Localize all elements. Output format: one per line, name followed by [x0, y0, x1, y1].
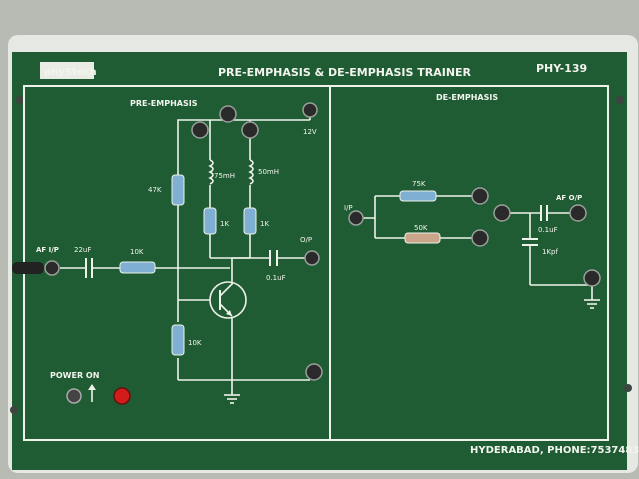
inductor-1: [208, 159, 214, 185]
input-cable-plug: [12, 262, 44, 274]
de-resistor-1: [399, 190, 437, 202]
power-on-label: POWER ON: [50, 371, 99, 380]
inductor-2: [248, 159, 254, 185]
inductor-resistor-2-label: 1K: [260, 220, 269, 228]
frame-screw-bottom-right: [624, 384, 632, 392]
pre-ground-socket[interactable]: [305, 363, 323, 381]
inductor-1-label: 75mH: [214, 172, 235, 180]
de-output-capacitor-label: 0.1uF: [538, 226, 558, 234]
pre-emphasis-heading: PRE-EMPHASIS: [130, 99, 198, 108]
panel-title: PRE-EMPHASIS & DE-EMPHASIS TRAINER: [218, 66, 472, 79]
de-socket-3[interactable]: [493, 204, 511, 222]
inductor-resistor-1-label: 1K: [220, 220, 229, 228]
inductor-resistor-2: [243, 207, 257, 235]
pre-output-socket[interactable]: [304, 250, 320, 266]
de-emphasis-heading: DE-EMPHASIS: [436, 93, 498, 102]
bias-resistor-top-label: 47K: [148, 186, 162, 194]
output-capacitor-label: 0.1uF: [266, 274, 286, 282]
input-capacitor: [85, 258, 93, 278]
inductor-2-label: 50mH: [258, 168, 279, 176]
supply-socket[interactable]: [302, 102, 318, 118]
bias-resistor-top: [171, 174, 185, 206]
output-capacitor: [269, 250, 278, 266]
de-resistor-2-label: 50K: [414, 224, 428, 232]
power-switch[interactable]: [66, 388, 82, 404]
model-number: PHY-139: [536, 62, 587, 75]
input-resistor: [119, 261, 156, 274]
frame-screw-left: [16, 96, 24, 104]
bias-resistor-bottom: [171, 324, 185, 356]
de-socket-2[interactable]: [471, 229, 489, 247]
frame-screw-right: [616, 96, 624, 104]
de-ground-socket[interactable]: [583, 269, 601, 287]
pre-output-label: O/P: [300, 236, 312, 244]
de-resistor-2: [404, 232, 441, 244]
de-shunt-capacitor-label: 1Kpf: [542, 248, 558, 256]
footer-address: HYDERABAD, PHONE:7537483: [470, 445, 639, 456]
power-arrow-head-icon: [88, 384, 96, 390]
frame-screw-bottom-left: [10, 406, 18, 414]
brand-text: phyStech: [44, 67, 97, 78]
supply-label: 12V: [303, 128, 317, 136]
pre-ground-icon: [224, 394, 240, 404]
pre-socket-1[interactable]: [191, 121, 209, 139]
bias-resistor-bottom-label: 10K: [188, 339, 202, 347]
af-output-socket[interactable]: [569, 204, 587, 222]
green-panel: [12, 52, 627, 470]
pre-socket-3[interactable]: [241, 121, 259, 139]
de-resistor-1-label: 75K: [412, 180, 426, 188]
brand-logo: [40, 62, 94, 79]
af-output-label: AF O/P: [556, 194, 582, 202]
power-led: [113, 387, 131, 405]
de-input-label: I/P: [344, 204, 353, 212]
pre-emphasis-traces: [60, 112, 311, 395]
input-resistor-label: 10K: [130, 248, 144, 256]
inductor-resistor-1: [203, 207, 217, 235]
af-input-label: AF I/P: [36, 246, 59, 254]
input-capacitor-label: 22uF: [74, 246, 91, 254]
transistor: [209, 281, 247, 319]
de-shunt-capacitor: [522, 238, 538, 246]
de-output-capacitor: [540, 205, 548, 221]
de-ground-icon: [584, 299, 600, 309]
af-input-socket[interactable]: [44, 260, 60, 276]
pre-socket-2[interactable]: [219, 105, 237, 123]
de-input-socket[interactable]: [348, 210, 364, 226]
de-socket-1[interactable]: [471, 187, 489, 205]
